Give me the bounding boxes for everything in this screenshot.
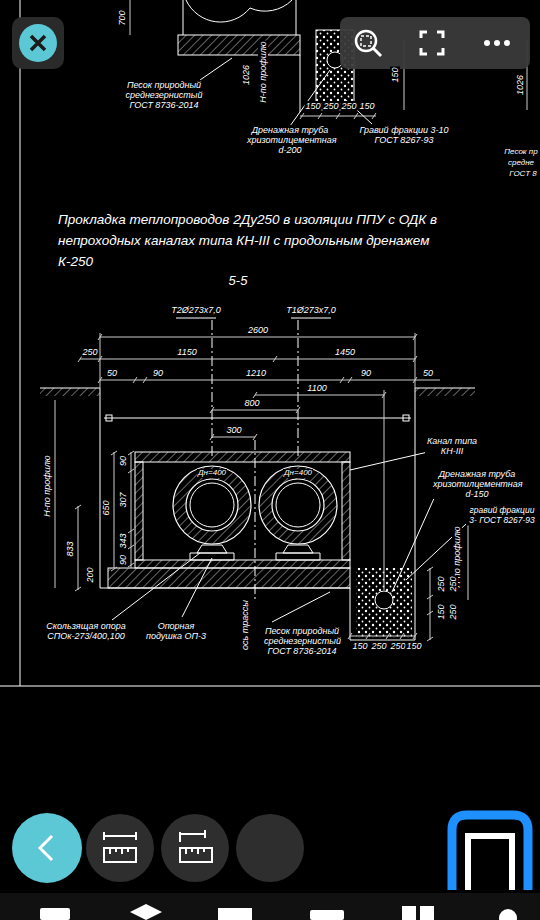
dimension-value: 150: [351, 641, 368, 651]
pipe-diameter: Дн=400: [197, 469, 227, 478]
annotation-label: Гравий фракции 3-10 ГОСТ 8267-93: [357, 125, 451, 145]
dimension-value: 150: [390, 66, 400, 83]
dimension-value: 90: [152, 368, 164, 378]
pipe-circle: Дн=400: [258, 465, 338, 545]
dimension-value: 150: [436, 603, 446, 620]
annotation-label: Песок пр: [503, 148, 538, 157]
annotation-label: средне: [507, 159, 535, 168]
dimension-value: 343: [118, 532, 128, 549]
dimension-value: 150: [405, 641, 422, 651]
dimension-value: 250: [81, 347, 98, 357]
dimension-value: 250: [436, 575, 446, 592]
pipe-diameter: Дн=400: [283, 469, 313, 478]
dimension-value: 1150: [176, 347, 197, 357]
dimension-value: 1026: [515, 74, 525, 96]
annotation-label: гравий фракции 3- ГОСТ 8267-93: [467, 506, 537, 525]
drawing-title: Прокладка теплопроводов 2Ду250 в изоляци…: [58, 209, 463, 272]
dimension-value: 250: [448, 575, 458, 592]
annotation-label: Канал типа КН-III: [425, 436, 479, 456]
dimension-value: 1100: [306, 383, 327, 393]
dimension-value: 50: [422, 368, 434, 378]
annotation-label: Песок природный среднезернистый ГОСТ 873…: [263, 626, 341, 656]
dimension-value: 300: [225, 425, 242, 435]
dimension-value: 1026: [241, 64, 251, 86]
dimension-value: 200: [85, 566, 95, 583]
dimension-value: 1450: [334, 347, 356, 357]
annotation-label: 5-5: [228, 274, 249, 289]
dimension-value: 250: [389, 641, 406, 651]
annotation-label: Дренажная труба хризотилцементная d-200: [246, 125, 334, 155]
annotation-label: Т2Ø273х7,0: [170, 305, 222, 315]
annotation-label: Н-по профилю: [258, 40, 268, 103]
pipe-circle: Дн=400: [172, 465, 252, 545]
annotation-label: ось трассы: [240, 599, 250, 651]
dimension-value: 250: [448, 603, 458, 620]
dimension-value: 1210: [245, 368, 267, 378]
dimension-value: 150: [358, 101, 375, 111]
dimension-value: 90: [360, 368, 372, 378]
dimension-value: 650: [101, 499, 111, 516]
annotation-label: ГОСТ 8: [508, 170, 537, 179]
annotation-label: Н-по профилю: [42, 454, 52, 517]
dimension-value: 833: [65, 540, 75, 557]
dimension-value: 307: [118, 491, 128, 508]
dimension-value: 800: [243, 398, 260, 408]
annotation-label: Песок природный среднезернистый ГОСТ 873…: [122, 80, 206, 110]
annotation-label: Скользящая опора СПОк-273/400,100: [45, 621, 127, 641]
dimension-value: 2600: [247, 325, 269, 335]
dimension-value: 150: [304, 101, 321, 111]
annotation-label: Опорная подушка ОП-3: [140, 621, 212, 641]
annotation-label: Дренажная труба хризотилцементная d-150: [432, 469, 522, 499]
dimension-value: 50: [106, 368, 118, 378]
dimension-value: 90: [118, 554, 128, 566]
dimension-value: 250: [322, 101, 339, 111]
dimension-value: 250: [370, 641, 387, 651]
dimension-value: 700: [117, 9, 127, 26]
annotation-label: Т1Ø273х7,0: [285, 305, 337, 315]
dimension-value: 90: [118, 455, 128, 467]
dimension-value: 250: [340, 101, 357, 111]
